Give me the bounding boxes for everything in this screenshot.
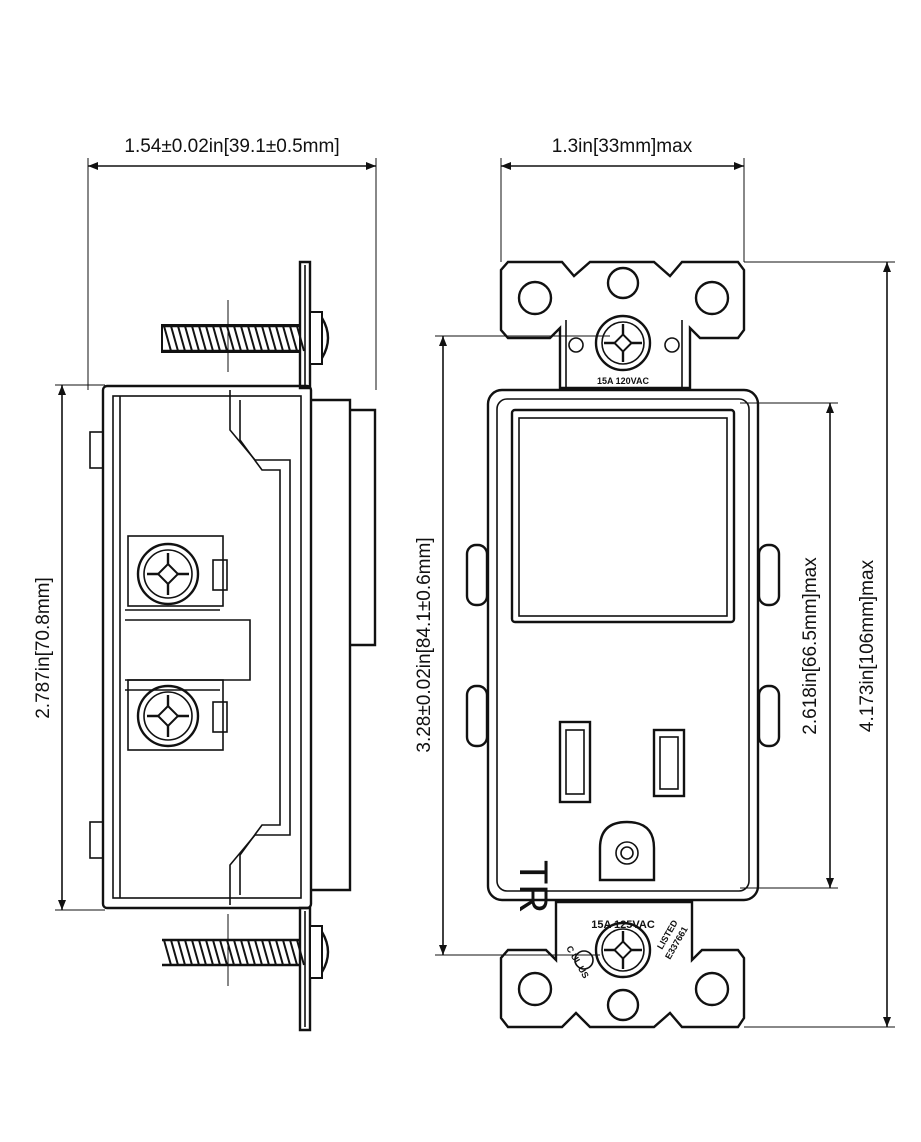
- screw-thread: [170, 939, 179, 966]
- side-height-label: 2.787in[70.8mm]: [33, 577, 54, 719]
- side-height-dimension: 2.787in[70.8mm]: [33, 384, 105, 911]
- screw-thread: [268, 325, 277, 352]
- ground-hole: [598, 820, 656, 882]
- cert-mark: C UL US: [564, 944, 591, 980]
- front-top-mounting-strap: 15A 120VAC: [499, 260, 746, 390]
- screw-thread: [184, 939, 193, 966]
- bottom-strap-rating: 15A 125VAC: [591, 919, 655, 931]
- screw-thread: [289, 939, 298, 966]
- screw-thread: [240, 325, 249, 352]
- front-face-height-label: 2.618in[66.5mm]max: [800, 557, 821, 735]
- top-strap-rating: 15A 120VAC: [597, 376, 650, 386]
- front-width-dimension: 1.3in[33mm]max: [500, 136, 745, 262]
- screw-thread: [289, 325, 298, 352]
- tamper-resistant-mark: TR: [511, 860, 555, 913]
- screw-thread: [282, 325, 291, 352]
- screw-thread: [163, 939, 172, 966]
- screw-thread: [170, 325, 179, 352]
- ul-cert-logo: C UL US: [564, 944, 594, 980]
- front-bottom-mounting-screw: [594, 921, 652, 979]
- front-body: [465, 388, 781, 902]
- screw-thread: [247, 939, 256, 966]
- screw-thread: [212, 939, 221, 966]
- screw-thread: [205, 325, 214, 352]
- screw-thread: [163, 325, 172, 352]
- outlet-slot-left: [558, 720, 592, 804]
- side-body: [89, 384, 377, 910]
- screw-thread: [261, 939, 270, 966]
- screw-thread: [282, 939, 291, 966]
- screw-thread: [198, 939, 207, 966]
- outlet-slot-right: [652, 728, 686, 798]
- screw-thread: [296, 325, 305, 352]
- screw-thread: [240, 939, 249, 966]
- front-width-label: 1.3in[33mm]max: [552, 136, 693, 157]
- screw-thread: [177, 939, 186, 966]
- front-bottom-mounting-strap: 15A 125VAC C UL US LISTED E337661: [499, 900, 746, 1029]
- front-body-height-label: 3.28±0.02in[84.1±0.6mm]: [414, 537, 435, 752]
- side-width-label: 1.54±0.02in[39.1±0.5mm]: [124, 136, 339, 157]
- screw-thread: [184, 325, 193, 352]
- side-terminal-screw-bottom: [127, 679, 228, 751]
- screw-thread: [275, 939, 284, 966]
- screw-thread: [261, 325, 270, 352]
- screw-thread: [233, 325, 242, 352]
- screw-thread: [296, 939, 305, 966]
- front-view: 1.3in[33mm]max 3.28±0.02in[84.1±0.6mm] 2…: [414, 136, 895, 1029]
- screw-thread: [198, 325, 207, 352]
- screw-thread: [233, 939, 242, 966]
- switch-rocker: [510, 408, 736, 624]
- screw-thread: [254, 325, 263, 352]
- side-view: 1.54±0.02in[39.1±0.5mm] 2.787in[70.8mm]: [33, 136, 377, 1032]
- screw-thread: [212, 325, 221, 352]
- front-top-mounting-screw: [594, 314, 652, 372]
- side-top-mounting-screw: [161, 300, 330, 372]
- screw-thread: [268, 939, 277, 966]
- screw-thread: [219, 939, 228, 966]
- side-terminal-screw-top: [127, 535, 228, 607]
- front-total-height-label: 4.173in[106mm]max: [857, 559, 878, 732]
- front-total-height-dimension: 4.173in[106mm]max: [744, 261, 895, 1028]
- screw-thread: [275, 325, 284, 352]
- screw-thread: [191, 939, 200, 966]
- screw-thread: [177, 325, 186, 352]
- screw-thread: [191, 325, 200, 352]
- screw-thread: [254, 939, 263, 966]
- side-bottom-mounting-screw: [162, 914, 330, 986]
- screw-thread: [219, 325, 228, 352]
- screw-thread: [247, 325, 256, 352]
- front-face-height-dimension: 2.618in[66.5mm]max: [740, 402, 838, 889]
- screw-thread: [205, 939, 214, 966]
- side-width-dimension: 1.54±0.02in[39.1±0.5mm]: [87, 136, 377, 390]
- front-body-height-dimension: 3.28±0.02in[84.1±0.6mm]: [414, 335, 610, 956]
